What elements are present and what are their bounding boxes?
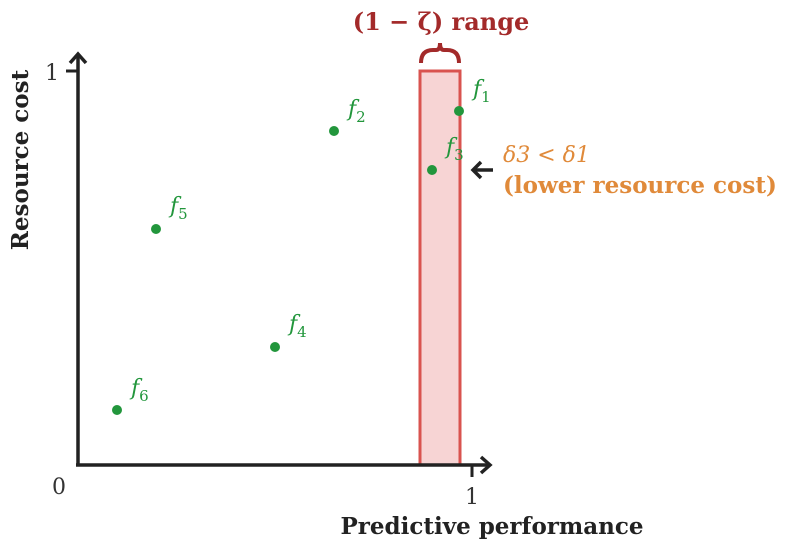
point-f5 [151, 224, 161, 234]
point-f2 [329, 126, 339, 136]
point-f6 [112, 405, 122, 415]
x-axis-label: Predictive performance [340, 513, 643, 540]
y-axis-arrow-icon [68, 51, 88, 65]
brace-icon [419, 42, 461, 64]
delta-annotation: δ3 < δ1 [503, 143, 590, 168]
point-f3 [427, 165, 437, 175]
label-f5: f5 [168, 194, 188, 223]
label-f4: f4 [287, 312, 307, 341]
range-band [418, 69, 462, 467]
label-f6: f6 [129, 376, 149, 405]
point-f4 [270, 342, 280, 352]
origin-label: 0 [52, 475, 66, 500]
x-axis-arrow-icon [479, 455, 493, 475]
y-tick-label-1: 1 [45, 61, 59, 86]
label-f1: f1 [471, 77, 491, 106]
y-axis-label: Resource cost [7, 69, 34, 250]
point-f1 [454, 106, 464, 116]
x-tick-label-1: 1 [465, 485, 479, 510]
label-f2: f2 [346, 97, 366, 126]
arrow-left-icon [470, 160, 483, 180]
lower-cost-annotation: (lower resource cost) [503, 172, 777, 199]
range-title: (1 − ζ) range [353, 7, 530, 36]
